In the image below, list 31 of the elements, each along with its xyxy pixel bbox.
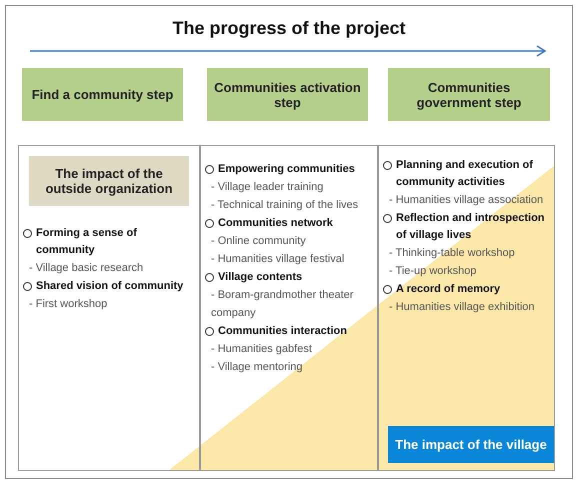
impact-box: The impact of the village bbox=[388, 426, 554, 463]
list-heading: Communities network bbox=[218, 216, 333, 231]
list-item: - Village mentoring bbox=[211, 361, 303, 373]
step-box: Find a community step bbox=[22, 68, 183, 121]
list-item: - Thinking-table workshop bbox=[389, 247, 515, 259]
table-cell bbox=[378, 145, 555, 471]
table-cell bbox=[200, 145, 378, 471]
list-heading: A record of memory bbox=[396, 282, 500, 297]
list-heading: Reflection and introspection of village lives bbox=[396, 211, 546, 243]
list-item: - Humanities village exhibition bbox=[389, 301, 535, 313]
list-heading: Empowering communities bbox=[218, 162, 355, 177]
list-heading: Planning and execution of community activities bbox=[396, 158, 534, 190]
list-item: - Village basic research bbox=[29, 262, 144, 274]
list-item: - Boram-grandmother theater company bbox=[211, 289, 354, 319]
list-item: - Humanities village association bbox=[389, 194, 544, 206]
impact-box: The impact of the outside organization bbox=[29, 156, 189, 206]
step-box: Communities activation step bbox=[207, 68, 368, 121]
list-item: - Village leader training bbox=[211, 181, 324, 193]
list-item: - Tie-up workshop bbox=[389, 265, 476, 277]
table-cell bbox=[18, 145, 200, 471]
list-heading: Shared vision of community bbox=[36, 279, 184, 294]
list-item: - Online community bbox=[211, 235, 306, 247]
list-heading: Forming a sense of community bbox=[36, 226, 138, 258]
list-heading: Communities interaction bbox=[218, 324, 347, 339]
list-item: - Humanities gabfest bbox=[211, 343, 312, 355]
list-heading: Village contents bbox=[218, 270, 302, 285]
step-box: Communities government step bbox=[388, 68, 550, 121]
title: The progress of the project bbox=[171, 18, 407, 39]
list-item: - Humanities village festival bbox=[211, 253, 344, 265]
list-item: - First workshop bbox=[29, 298, 108, 310]
list-item: - Technical training of the lives bbox=[211, 199, 358, 211]
